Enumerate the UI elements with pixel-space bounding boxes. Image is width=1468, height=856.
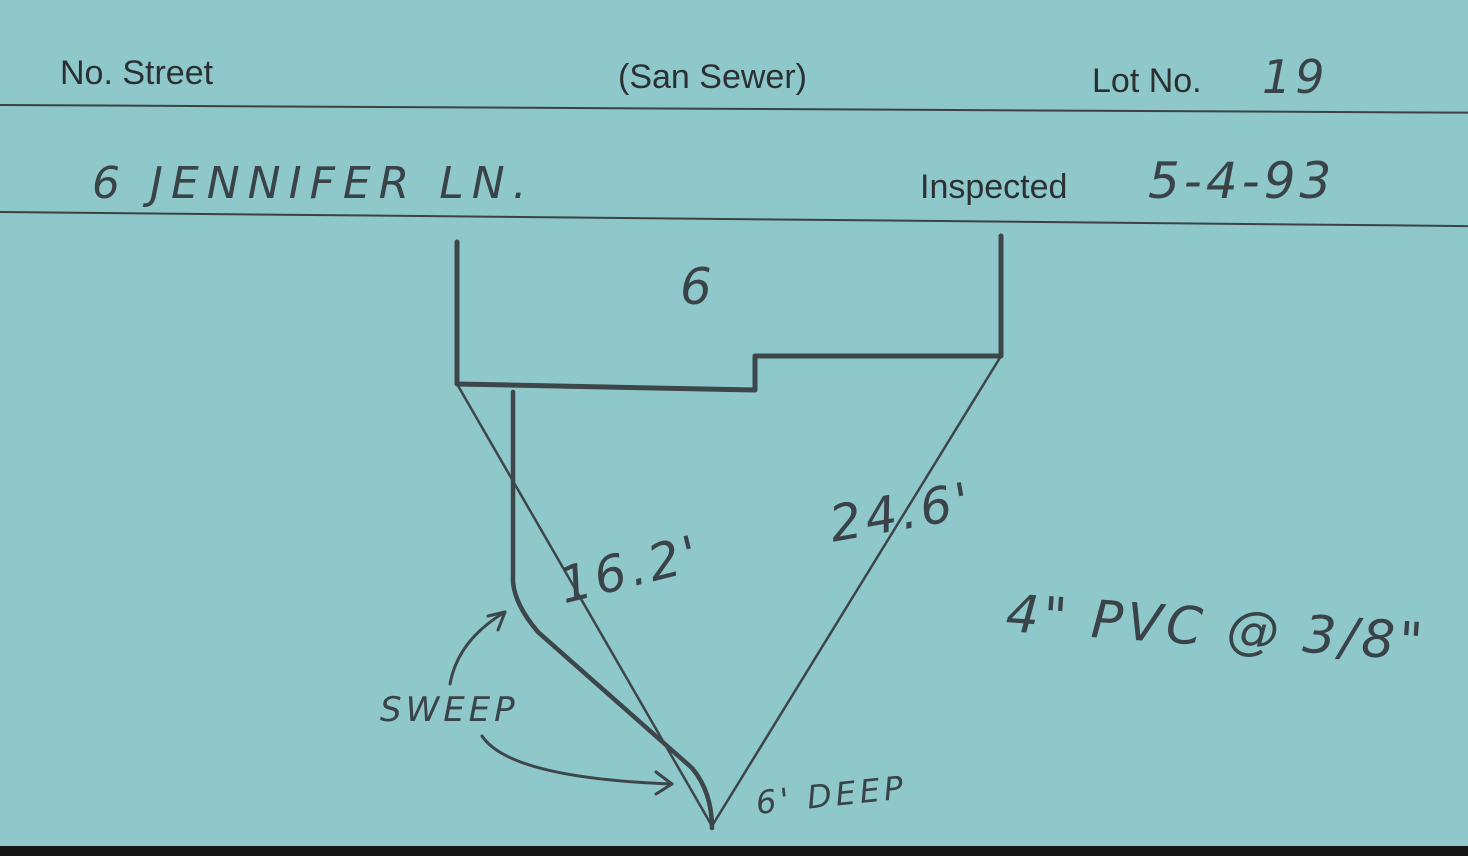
measurement-line-right <box>710 354 1003 828</box>
street-label: No. Street <box>60 54 214 92</box>
sweep-arrow-upper-head <box>486 610 507 632</box>
inspected-label: Inspected <box>920 168 1068 206</box>
sweep-label: SWEEP <box>380 690 519 730</box>
sewer-type-label: (San Sewer) <box>618 58 807 96</box>
sweep-arrow-lower-head <box>654 770 674 796</box>
measurement-line-left <box>455 382 714 828</box>
lot-number-value: 19 <box>1262 50 1329 104</box>
inspected-date-value: 5-4-93 <box>1148 152 1336 210</box>
sketch-lot-number: 6 <box>680 258 716 316</box>
sewer-lateral-pipe <box>510 389 715 831</box>
lot-outline <box>454 233 1004 393</box>
lot-label: Lot No. <box>1092 62 1202 100</box>
address-value: 6 JENNIFER LN. <box>92 158 535 209</box>
sweep-arrow-upper <box>448 610 507 686</box>
scan-bottom-edge <box>0 846 1468 856</box>
sweep-arrow-lower <box>480 734 674 786</box>
